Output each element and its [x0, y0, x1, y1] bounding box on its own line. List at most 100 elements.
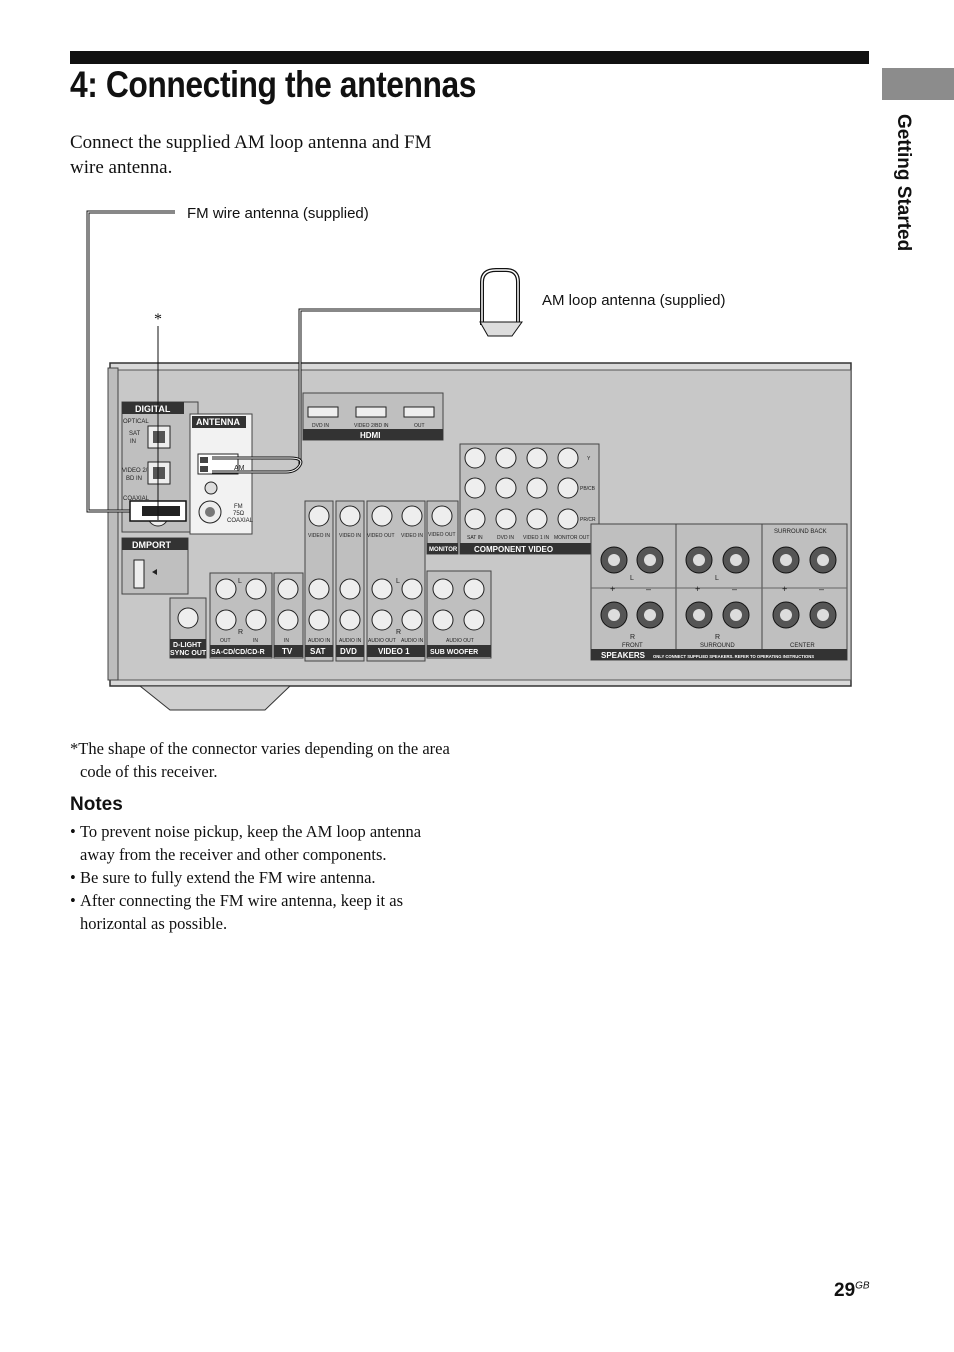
monitor-label: MONITOR: [429, 547, 458, 553]
speakers-section: [590, 523, 848, 661]
video2-label-2: BD IN: [126, 476, 142, 482]
sat-in-label-1: SAT: [129, 431, 141, 437]
dvd-video-in-label: VIDEO IN: [339, 533, 361, 539]
front-label: FRONT: [622, 643, 643, 649]
component-jacks: [464, 447, 579, 530]
sub-woofer-audio-out-label: AUDIO OUT: [446, 638, 474, 644]
bullet-icon: •: [70, 868, 76, 887]
component-pr-label: PR/CR: [580, 517, 596, 523]
video1-video-out-label: VIDEO OUT: [367, 533, 395, 539]
dlight-label-2: SYNC OUT: [170, 650, 207, 657]
dmport-label: DMPORT: [132, 540, 171, 550]
sub-woofer-label: SUB WOOFER: [430, 649, 478, 656]
asterisk-marker: *: [154, 311, 162, 328]
sacd-l-label: L: [238, 578, 242, 585]
speaker-terminals: [600, 546, 837, 629]
fm-label-2: 75Ω: [233, 511, 245, 517]
component-y-label: Y: [587, 456, 591, 462]
hdmi-dvd-in-port: [307, 406, 339, 418]
surround-plus-label: +: [695, 584, 700, 594]
page-number-suffix: GB: [855, 1280, 870, 1292]
page-title: 4: Connecting the antennas: [70, 64, 477, 105]
surround-r-label: R: [715, 634, 720, 641]
hdmi-label: HDMI: [360, 431, 380, 440]
tv-label: TV: [282, 647, 293, 656]
component-dvd-in-label: DVD IN: [497, 535, 514, 541]
video1-video-in-label: VIDEO IN: [401, 533, 423, 539]
dlight-jack: [177, 607, 199, 629]
video1-audio-in-label: AUDIO IN: [401, 638, 424, 644]
page-number-value: 29: [834, 1280, 856, 1301]
intro-text: Connect the supplied AM loop antenna and…: [70, 132, 432, 178]
ground-screw-icon: [204, 481, 218, 495]
center-minus-label: –: [819, 584, 824, 594]
component-video1-in-label: VIDEO 1 IN: [523, 535, 550, 541]
note-text: To prevent noise pickup, keep the AM loo…: [80, 822, 422, 864]
connector-footnote: *The shape of the connector varies depen…: [70, 739, 450, 781]
sacd-in-label: IN: [253, 638, 258, 644]
notes-list: •To prevent noise pickup, keep the AM lo…: [70, 820, 460, 935]
surround-minus-label: –: [732, 584, 737, 594]
am-label: AM: [234, 465, 245, 472]
component-pb-label: PB/CB: [580, 486, 596, 492]
am-antenna-stand: [479, 321, 523, 337]
antenna-connection-diagram: DIGITAL OPTICAL SAT IN VIDEO 2/ BD IN CO…: [60, 190, 860, 720]
speakers-note: ONLY CONNECT SUPPLIED SPEAKERS. REFER TO…: [653, 654, 814, 659]
receiver-side-edge: [107, 367, 119, 681]
video1-l-label: L: [396, 578, 400, 585]
coaxial-label: COAXIAL: [123, 496, 150, 502]
surround-label: SURROUND: [700, 643, 735, 649]
tv-in-label: IN: [284, 638, 289, 644]
page-number: 29GB: [834, 1280, 870, 1302]
hdmi-video2-in-port: [355, 406, 387, 418]
antenna-label: ANTENNA: [196, 417, 240, 427]
bullet-icon: •: [70, 822, 76, 841]
note-item: •After connecting the FM wire antenna, k…: [70, 889, 460, 935]
dvd-label: DVD: [340, 647, 357, 656]
surround-back-label: SURROUND BACK: [774, 529, 827, 535]
note-item: •Be sure to fully extend the FM wire ant…: [70, 866, 460, 889]
sat-label: SAT: [310, 647, 326, 656]
component-monitor-out-label: MONITOR OUT: [554, 535, 589, 541]
section-tab-marker: [882, 68, 954, 100]
hdmi-out-label: OUT: [414, 423, 425, 429]
surround-l-label: L: [715, 575, 719, 582]
title-rule: [70, 51, 869, 64]
note-text: Be sure to fully extend the FM wire ante…: [80, 868, 376, 887]
fm-label-3: COAXIAL: [227, 518, 254, 524]
digital-header: [122, 402, 184, 414]
front-minus-label: –: [646, 584, 651, 594]
center-label: CENTER: [790, 643, 815, 649]
sacd-r-label: R: [238, 629, 243, 636]
front-l-label: L: [630, 575, 634, 582]
front-plus-label: +: [610, 584, 615, 594]
hdmi-out-port: [403, 406, 435, 418]
sacd-label: SA-CD/CD/CD-R: [211, 649, 265, 656]
sat-in-label-2: IN: [130, 439, 136, 445]
fm-label-1: FM: [234, 504, 243, 510]
hdmi-dvd-in-label: DVD IN: [312, 423, 329, 429]
sat-audio-in-label: AUDIO IN: [308, 638, 331, 644]
optical-label: OPTICAL: [123, 419, 149, 425]
notes-heading: Notes: [70, 794, 123, 815]
speakers-label: SPEAKERS: [601, 651, 646, 660]
front-r-label: R: [630, 634, 635, 641]
video1-audio-out-label: AUDIO OUT: [368, 638, 396, 644]
sacd-out-label: OUT: [220, 638, 231, 644]
dlight-label-1: D-LIGHT: [173, 642, 202, 649]
am-antenna-callout: AM loop antenna (supplied): [542, 292, 725, 309]
sat-video-in-label: VIDEO IN: [308, 533, 330, 539]
hdmi-video2-in-label: VIDEO 2/BD IN: [354, 423, 389, 429]
component-video-label: COMPONENT VIDEO: [474, 545, 553, 554]
dmport-jack: [133, 559, 145, 589]
video2-label-1: VIDEO 2/: [122, 468, 148, 474]
component-sat-in-label: SAT IN: [467, 535, 483, 541]
audio-jacks: [215, 578, 485, 631]
digital-label: DIGITAL: [135, 404, 171, 414]
video1-label: VIDEO 1: [378, 647, 410, 656]
receiver-foot: [138, 685, 292, 711]
center-plus-label: +: [782, 584, 787, 594]
receiver-rear-panel-illustration: DIGITAL OPTICAL SAT IN VIDEO 2/ BD IN CO…: [86, 205, 852, 711]
bullet-icon: •: [70, 891, 76, 910]
note-item: •To prevent noise pickup, keep the AM lo…: [70, 820, 460, 866]
